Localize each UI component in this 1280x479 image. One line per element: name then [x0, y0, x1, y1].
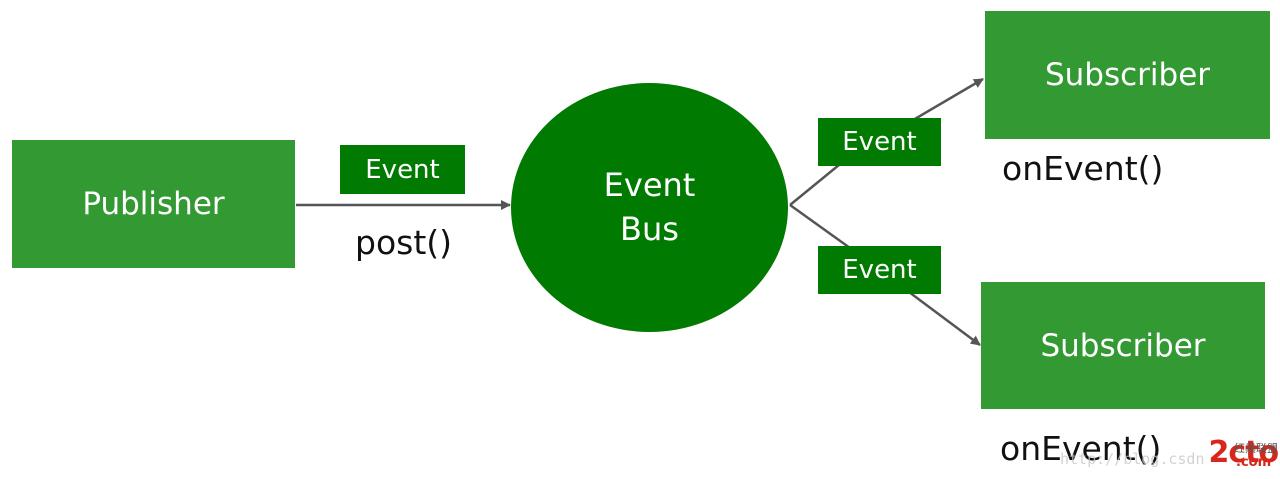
- post-event-badge-label: Event: [365, 154, 440, 185]
- top-event-badge-label: Event: [842, 127, 917, 157]
- subscriber-bottom-node: Subscriber: [981, 282, 1265, 409]
- post-call-label: post(): [355, 223, 453, 262]
- event-bus-label-line1: Event: [603, 166, 696, 205]
- subscriber-bottom-label: Subscriber: [1040, 327, 1206, 364]
- subscriber-top-callback: onEvent(): [1002, 149, 1164, 188]
- event-bus-label-line2: Bus: [620, 209, 679, 248]
- watermark-domain-suffix: .com: [1236, 455, 1272, 470]
- publisher-node: Publisher: [12, 140, 295, 268]
- watermark-url: http://blog.csdn: [1060, 450, 1205, 468]
- watermark-cn-text: 红黑联盟: [1234, 442, 1278, 455]
- subscriber-top-node: Subscriber: [985, 11, 1270, 139]
- subscriber-top-label: Subscriber: [1044, 57, 1211, 93]
- post-event-badge: Event: [340, 145, 465, 194]
- event-bus-node: Event Bus: [511, 83, 788, 332]
- bottom-event-badge-label: Event: [842, 255, 917, 285]
- publisher-label: Publisher: [82, 186, 225, 222]
- watermark-logo: 2cto: [1208, 435, 1280, 470]
- top-event-badge: Event: [818, 118, 941, 166]
- subscriber-bottom-callback: onEvent(): [1000, 429, 1162, 468]
- watermark: http://blog.csdn 2cto: [1060, 435, 1280, 470]
- bottom-event-badge: Event: [818, 246, 941, 294]
